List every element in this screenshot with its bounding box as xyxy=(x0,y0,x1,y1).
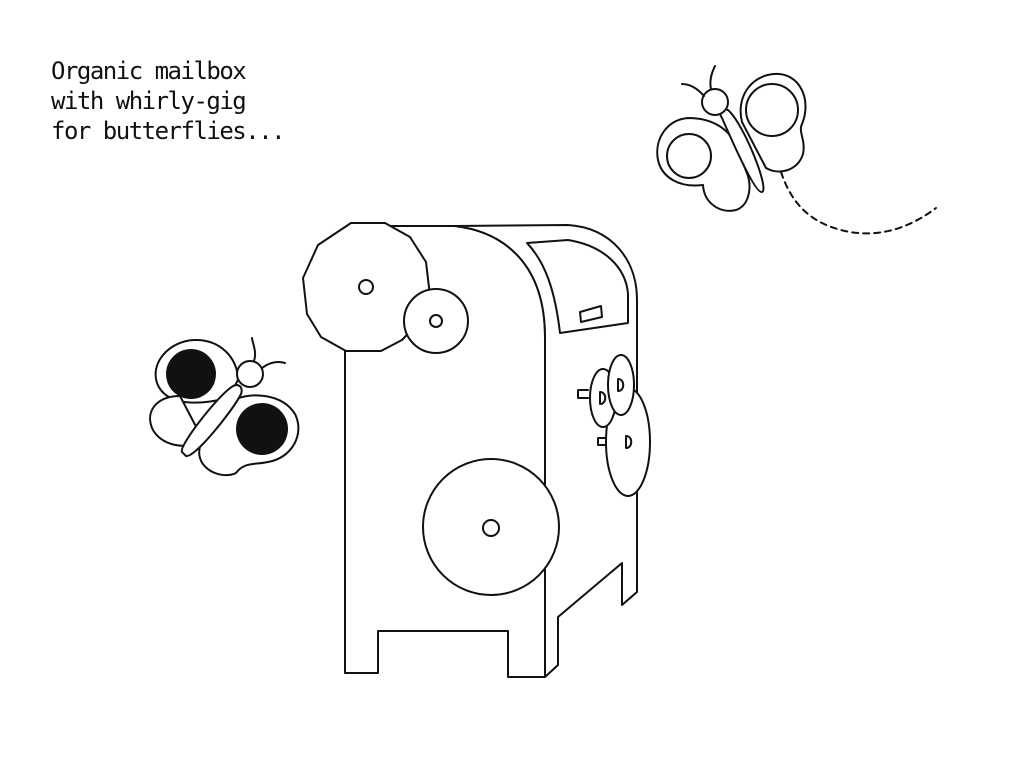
side-disc-mark-1 xyxy=(599,391,607,405)
caption-line-2: with whirly-gig xyxy=(51,87,247,115)
butterfly-left xyxy=(149,337,300,477)
side-pin-1 xyxy=(577,389,589,399)
side-disc-medium xyxy=(607,354,635,416)
butterfly-left-upper-spot xyxy=(166,349,216,399)
butterfly-left-head xyxy=(236,360,264,388)
mail-slot xyxy=(579,305,603,323)
side-disc-mark-3 xyxy=(625,435,633,449)
butterfly-right-antenna-2 xyxy=(681,83,705,97)
caption-line-1: Organic mailbox xyxy=(51,57,247,85)
caption-line-3: for butterflies... xyxy=(51,117,286,145)
side-discs xyxy=(577,354,651,497)
whirly-gig-small-disc-axle xyxy=(429,314,443,328)
mail-slot-door xyxy=(526,239,629,334)
butterfly-right xyxy=(656,65,937,235)
side-disc-mark-2 xyxy=(617,378,625,392)
whirly-gig-large-gear-axle xyxy=(358,279,374,295)
butterfly-left-antenna-1 xyxy=(251,337,257,362)
butterfly-left-body xyxy=(180,384,243,457)
butterfly-right-left-wing-spot xyxy=(666,133,712,179)
caption: Organic mailbox with whirly-gig for butt… xyxy=(51,56,286,146)
side-pin-2 xyxy=(597,437,607,446)
butterfly-left-antenna-2 xyxy=(261,361,286,369)
butterfly-right-large-wing-spot xyxy=(745,83,799,137)
whirly-gig xyxy=(302,222,469,354)
front-wheel-axle xyxy=(482,519,500,537)
butterfly-left-right-spot xyxy=(236,403,288,455)
front-wheel xyxy=(422,458,560,596)
butterfly-right-flight-path xyxy=(780,171,937,235)
butterfly-right-head xyxy=(701,88,729,116)
butterfly-right-antenna-1 xyxy=(709,65,716,90)
